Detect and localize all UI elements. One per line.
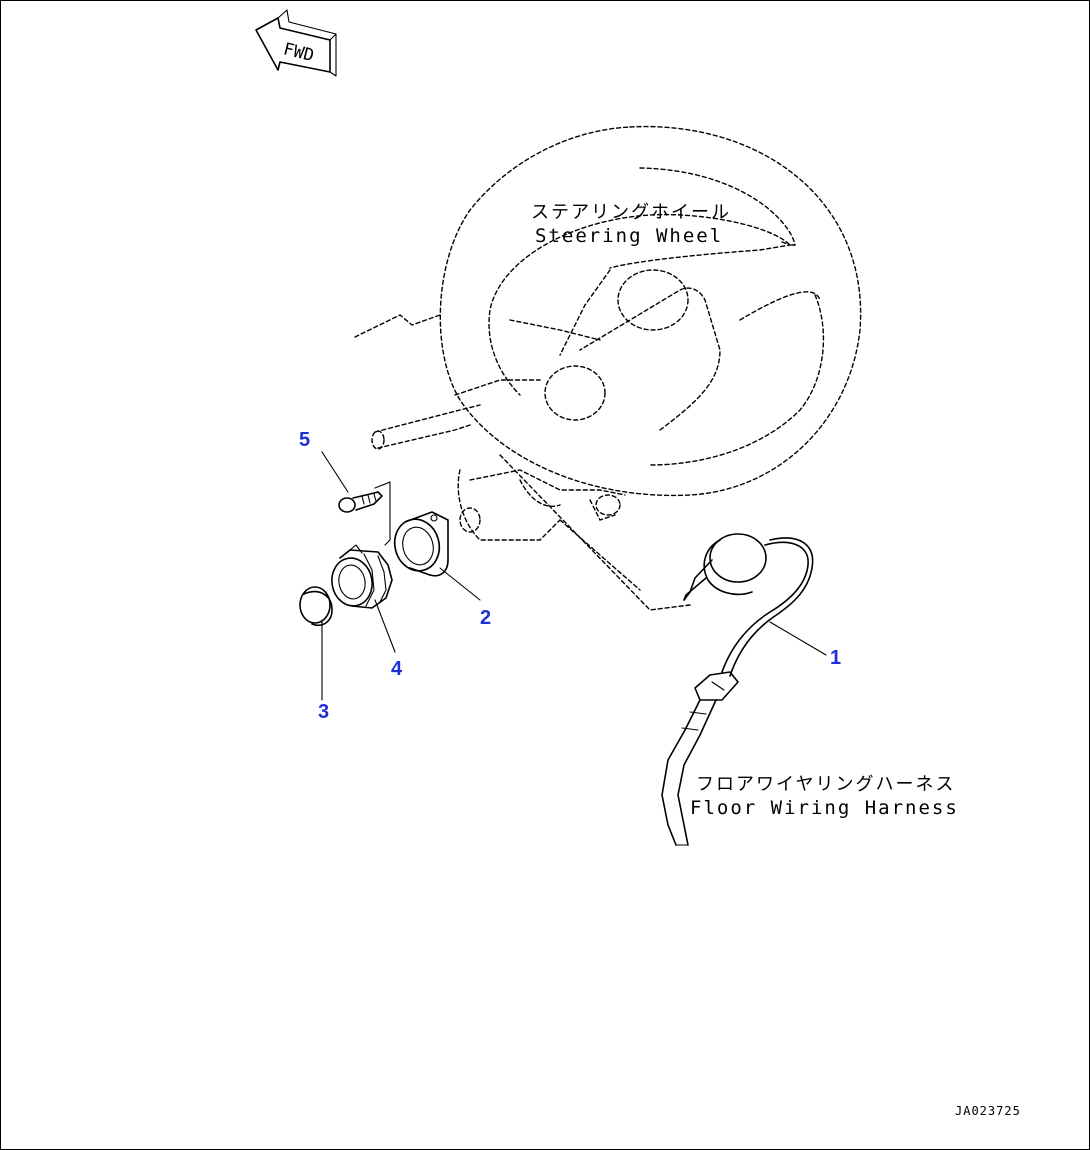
part-1-sensor-switch [661,533,814,846]
part-2-bracket [393,511,449,577]
steering-wheel-label-en: Steering Wheel [535,225,723,247]
steering-wheel-label-jp: ステアリングホイール [531,202,731,223]
harness-label-jp: フロアワイヤリングハーネス [696,774,955,795]
fwd-label: FWD [281,39,316,66]
fwd-arrow-icon: FWD [255,9,337,77]
callout-2: 2 [480,607,491,629]
leader-lines [321,451,827,701]
callout-4: 4 [391,658,403,680]
part-5-screw [338,491,383,513]
drawing-code: JA023725 [955,1104,1021,1118]
steering-wheel [354,125,862,497]
steering-column [371,379,691,611]
part-3-cap [299,586,333,626]
assembly-line [374,481,391,546]
callout-3: 3 [318,701,329,723]
callout-1: 1 [830,647,841,669]
callout-5: 5 [299,429,310,451]
part-4-nut [331,544,393,609]
harness-label-en: Floor Wiring Harness [690,797,959,819]
